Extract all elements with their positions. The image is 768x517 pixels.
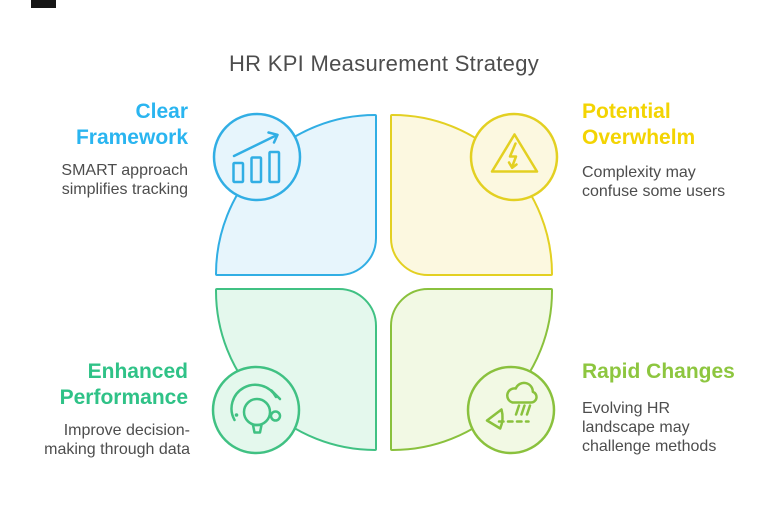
quadrant-heading-rapid-changes: Rapid Changes: [582, 360, 735, 383]
quadrant-heading-clear-framework: Clear Framework: [75, 100, 188, 149]
quadrant-description-rapid-changes: Evolving HR landscape may challenge meth…: [582, 400, 717, 455]
black-corner-mark: [31, 0, 56, 8]
idea-gauge-icon: [210, 364, 302, 456]
quadrant-description-potential-overwhelm: Complexity may confuse some users: [582, 164, 726, 200]
rain-cloud-wind-icon: [465, 364, 557, 456]
quadrant-description-clear-framework: SMART approach simplifies tracking: [61, 162, 188, 198]
trend-chart-icon: [211, 111, 303, 203]
quadrant-heading-enhanced-performance: Enhanced Performance: [59, 360, 188, 409]
high-voltage-warning-icon: [468, 111, 560, 203]
page-title: HR KPI Measurement Strategy: [228, 51, 540, 76]
quadrant-heading-potential-overwhelm: Potential Overwhelm: [582, 100, 696, 149]
quadrant-description-enhanced-performance: Improve decision- making through data: [44, 422, 190, 458]
